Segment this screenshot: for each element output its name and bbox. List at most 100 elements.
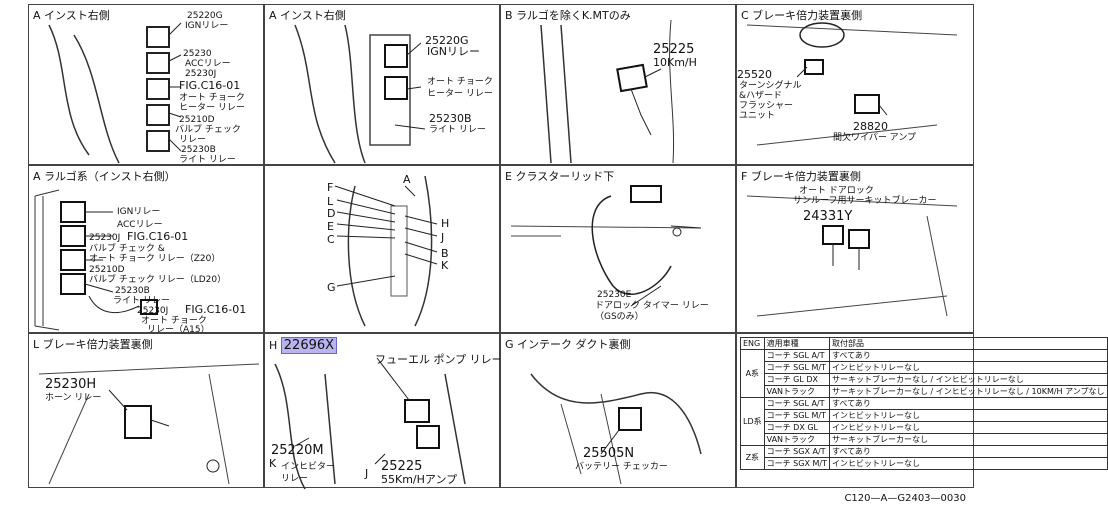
label: ヒーター リレー bbox=[427, 89, 493, 99]
location-key-drawing bbox=[334, 175, 438, 327]
panel-title: G インテーク ダクト裏側 bbox=[505, 338, 631, 351]
vehicle-type-cell: コーチ SGL M/T bbox=[763, 409, 830, 422]
vehicle-type-cell: コーチ GL DX bbox=[763, 373, 830, 386]
label: ACCリレー bbox=[117, 220, 163, 230]
label: （GSのみ） bbox=[595, 312, 644, 322]
panel-cluster-lid-under: E クラスターリッド下 25230E ドアロック タイマー リレー （GSのみ） bbox=[500, 165, 736, 333]
label: ライト リレー bbox=[179, 155, 236, 165]
vehicle-type-cell: コーチ SGX A/T bbox=[763, 445, 830, 458]
location-letter: E bbox=[327, 220, 334, 233]
relay-cluster-drawing bbox=[294, 24, 426, 164]
table-header: 取付部品 bbox=[828, 337, 1108, 350]
vehicle-type-cell: コーチ DX GL bbox=[763, 421, 830, 434]
label: オート チョーク bbox=[427, 77, 493, 87]
label: 25230 bbox=[183, 49, 212, 59]
parts-cell: サーキットブレーカーなし bbox=[828, 433, 1108, 446]
panel-brake-booster-back-1: C ブレーキ倍力装置裏側 25520 ターンシグナル &ハザード フラッシャー … bbox=[736, 4, 974, 165]
engine-group: LD系 bbox=[740, 397, 765, 446]
label: 25520 bbox=[737, 68, 772, 81]
label: 25230E bbox=[597, 290, 632, 300]
label: FIG.C16-01 bbox=[127, 230, 189, 243]
label: バルブ チェック bbox=[175, 125, 241, 135]
label: 25230J bbox=[137, 306, 169, 316]
panel-title-prefix: H bbox=[269, 339, 278, 352]
label: オート チョーク リレー（Z20） bbox=[89, 254, 221, 264]
panel-title: A ラルゴ系（インスト右側） bbox=[33, 170, 176, 183]
panel-title: L ブレーキ倍力装置裏側 bbox=[33, 338, 153, 351]
wiring-diagram-sheet: A インスト右側 25220G IGNリレー 25230 ACCリレー 2523… bbox=[28, 4, 1108, 490]
panel-intake-duct-back: G インテーク ダクト裏側 25505N バッテリー チェッカー bbox=[500, 333, 736, 488]
horn-relay-drawing bbox=[38, 363, 260, 485]
label: オート ドアロック bbox=[799, 186, 874, 196]
engine-group: A系 bbox=[740, 349, 765, 398]
label: リレー bbox=[179, 135, 207, 145]
panel-title: A インスト右側 bbox=[33, 9, 110, 22]
parts-cell: インヒビットリレーなし bbox=[828, 421, 1108, 434]
fuel-pump-relay-drawing bbox=[274, 357, 466, 490]
largo-relay-drawing bbox=[34, 189, 158, 331]
table-row: VANトラックサーキットブレーカーなし bbox=[741, 433, 1108, 446]
location-letter: D bbox=[327, 207, 336, 220]
panel-fuel-pump-relay: H 22696X フューエル ポンプ リレー K 25220M インヒビター リ… bbox=[264, 333, 503, 490]
vehicle-type-cell: VANトラック bbox=[763, 385, 830, 398]
location-letter: L bbox=[327, 195, 334, 208]
parts-cell: すべてあり bbox=[828, 445, 1108, 458]
label: オート チョーク bbox=[141, 316, 207, 326]
panel-instrument-right-1: A インスト右側 25220G IGNリレー 25230 ACCリレー 2523… bbox=[28, 4, 264, 165]
parts-cell: インヒビットリレーなし bbox=[828, 409, 1108, 422]
panel-largo-instrument-right: A ラルゴ系（インスト右側） IGNリレー ACCリレー 25230J FIG.… bbox=[28, 165, 264, 335]
label: 25230B bbox=[429, 112, 472, 125]
label: バルブ チェック リレー（LD20） bbox=[89, 275, 227, 285]
label: フューエル ポンプ リレー bbox=[375, 353, 503, 366]
panel-title: C ブレーキ倍力装置裏側 bbox=[741, 9, 863, 22]
label: 25230B bbox=[115, 286, 150, 296]
table-header: ENG bbox=[740, 337, 765, 350]
label: ACCリレー bbox=[185, 59, 231, 69]
parts-cell: すべてあり bbox=[828, 397, 1108, 410]
vehicle-type-cell: コーチ SGL A/T bbox=[763, 397, 830, 410]
location-letter: F bbox=[327, 181, 334, 194]
label: ドアロック タイマー リレー bbox=[595, 301, 709, 311]
amp-drawing bbox=[540, 19, 675, 164]
location-letter: C bbox=[327, 233, 335, 246]
brake-booster-drawing bbox=[746, 22, 958, 146]
label: バッテリー チェッカー bbox=[575, 462, 668, 472]
label: ターンシグナル bbox=[739, 81, 802, 91]
part-code-highlight: 22696X bbox=[280, 337, 338, 354]
label: 24331Y bbox=[803, 209, 853, 224]
label: 25220G bbox=[187, 11, 223, 21]
vehicle-type-cell: コーチ SGL A/T bbox=[763, 349, 830, 362]
location-letter: J bbox=[441, 231, 445, 244]
label: サンルーフ用サーキットブレーカー bbox=[793, 196, 937, 206]
location-letter: H bbox=[441, 217, 450, 230]
location-letter: G bbox=[327, 281, 336, 294]
label: フラッシャー bbox=[739, 101, 794, 111]
label: オート チョーク bbox=[179, 93, 245, 103]
label: 25220M bbox=[271, 443, 324, 458]
label: IGNリレー bbox=[117, 207, 161, 217]
label: ユニット bbox=[739, 111, 776, 121]
label: 55Km/Hアンプ bbox=[381, 473, 458, 486]
location-letter: B bbox=[441, 247, 449, 260]
vehicle-type-cell: コーチ SGL M/T bbox=[763, 361, 830, 374]
location-letter: A bbox=[403, 173, 411, 186]
parts-cell: サーキットブレーカーなし / インヒビットリレーなし / 10KM/H アンプな… bbox=[828, 385, 1108, 398]
panel-title: E クラスターリッド下 bbox=[505, 170, 615, 183]
panel-title: A インスト右側 bbox=[269, 9, 346, 22]
label: 25230B bbox=[181, 145, 216, 155]
label: リレー（A15） bbox=[147, 325, 210, 335]
engine-group: Z系 bbox=[740, 445, 765, 470]
label: 25230H bbox=[45, 377, 97, 392]
label: 間欠ワイパー アンプ bbox=[833, 133, 917, 143]
drawing-number: C120—A—G2403—0030 bbox=[844, 493, 966, 504]
label: 25220G bbox=[425, 34, 469, 47]
vehicle-type-cell: コーチ SGX M/T bbox=[763, 457, 830, 470]
label: 25225 bbox=[653, 42, 695, 57]
panel-location-key: F A L D H E J C B K G bbox=[264, 165, 500, 333]
